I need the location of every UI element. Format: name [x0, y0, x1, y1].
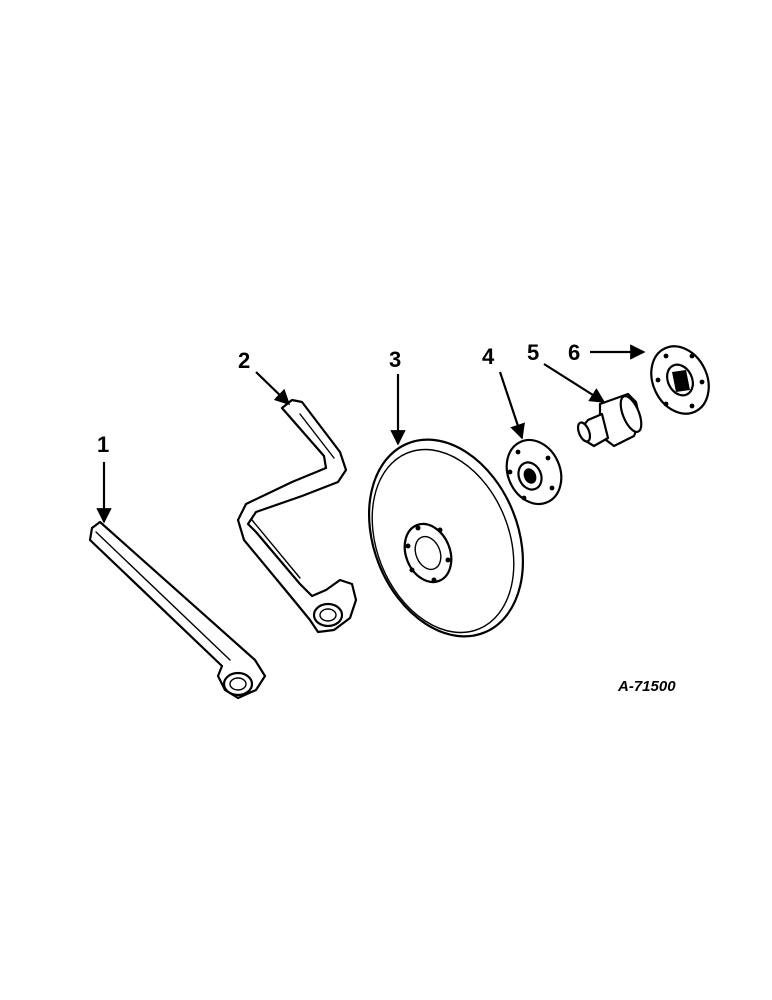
- part-5-spindle: [576, 392, 643, 448]
- disc-bolt-holes: [405, 525, 451, 583]
- callout-5: 5: [527, 340, 539, 365]
- reference-code: A-71500: [617, 678, 676, 695]
- callout-3: 3: [389, 347, 401, 372]
- part-6-large-flange: [650, 345, 710, 415]
- callout-6: 6: [568, 340, 580, 365]
- part-1-straight-arm: [88, 520, 267, 700]
- part-2-cranked-arm: [236, 398, 358, 634]
- part-4-small-flange: [505, 438, 563, 506]
- callout-4: 4: [482, 344, 495, 369]
- part-3-disc: [367, 438, 525, 638]
- leader-lines: [96, 344, 646, 524]
- callout-2: 2: [238, 348, 250, 373]
- callout-1: 1: [97, 432, 109, 457]
